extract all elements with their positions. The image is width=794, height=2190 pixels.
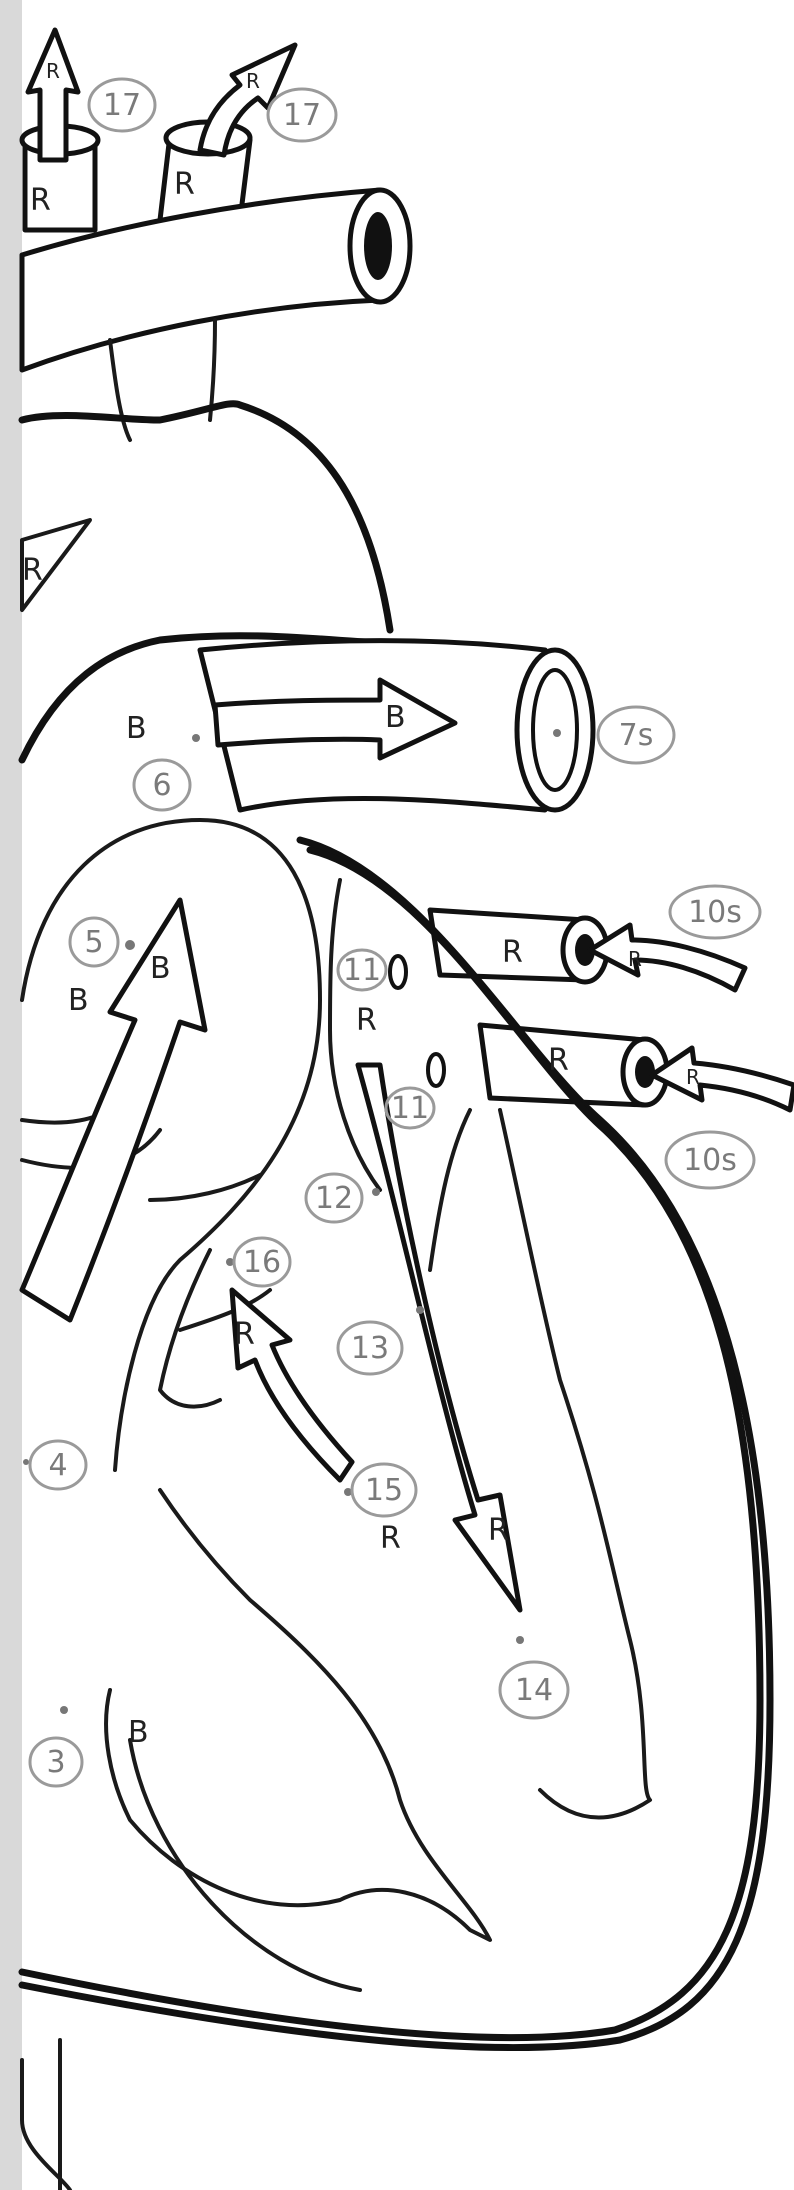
svg-text:5: 5 [84,925,103,960]
svg-text:17: 17 [283,98,321,133]
letter-r-16-arrow: R [234,1317,255,1352]
svg-text:17: 17 [103,88,141,123]
letter-b-5-left: B [68,983,89,1018]
letter-r-vein1: R [502,935,523,970]
label-12: 12 [306,1174,362,1222]
svg-text:6: 6 [152,768,171,803]
label-17a: 17 [89,79,155,131]
letter-b-pulm-arrow: B [385,700,406,735]
arrow-vein-2 [652,1048,794,1110]
svg-text:11: 11 [391,1091,429,1126]
svg-text:16: 16 [243,1245,281,1280]
letter-r-vein2: R [548,1043,569,1078]
label-10s-a: 10s [670,886,760,938]
letter-b-5-arrow: B [150,951,171,986]
label-7s: 7s [598,707,674,763]
svg-text:14: 14 [515,1673,553,1708]
label-4: 4 [30,1441,86,1489]
letter-r-17a-arrow: R [46,59,60,83]
letter-b-3: B [128,1715,149,1750]
label-13: 13 [338,1322,402,1374]
label-6: 6 [134,760,190,810]
label-11b: 11 [386,1054,444,1128]
letter-r-17b-vessel: R [174,167,195,202]
letter-r-vein2-arrow: R [686,1065,700,1089]
svg-text:13: 13 [351,1331,389,1366]
label-11a: 11 [338,950,406,990]
page-margin-strip [0,0,22,2190]
svg-text:4: 4 [48,1448,67,1483]
svg-text:11: 11 [343,953,381,988]
letter-r-11: R [356,1003,377,1038]
label-15: 15 [352,1464,416,1516]
label-17b: 17 [268,89,336,141]
letter-r-down-arrow: R [488,1513,509,1548]
label-14: 14 [500,1662,568,1718]
label-10s-b: 10s [666,1132,754,1188]
letter-r-vein1-arrow: R [628,947,642,971]
svg-text:10s: 10s [683,1143,737,1178]
letter-b-atrium: B [126,711,147,746]
arrow-5 [22,900,205,1320]
svg-text:10s: 10s [688,895,742,930]
heart-inner-chambers [22,820,650,2190]
svg-text:12: 12 [315,1181,353,1216]
label-5: 5 [70,918,118,966]
letter-r-17b-arrow: R [246,69,260,93]
svg-text:7s: 7s [619,718,654,753]
arrow-vein-1 [590,925,745,990]
letter-r-17a-vessel: R [30,183,51,218]
letter-r-15: R [380,1521,401,1556]
svg-text:3: 3 [46,1745,65,1780]
label-3: 3 [30,1738,82,1786]
letter-r-left-edge: R [22,553,43,588]
label-16: 16 [234,1238,290,1286]
svg-text:15: 15 [365,1473,403,1508]
